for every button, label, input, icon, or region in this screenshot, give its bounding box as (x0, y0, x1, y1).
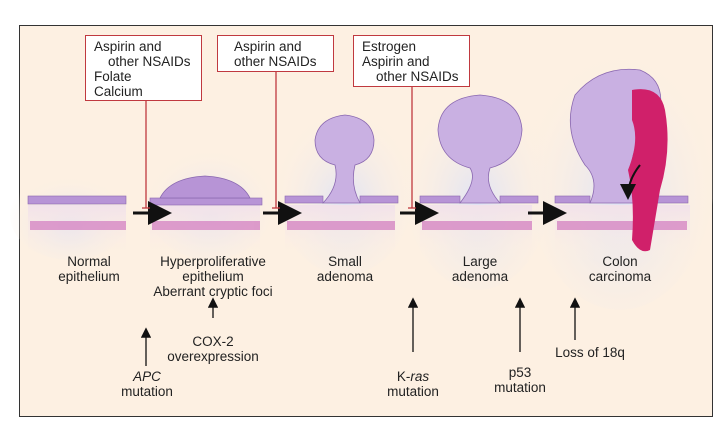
box-line: Folate (94, 69, 132, 84)
box-line: Calcium (94, 84, 143, 99)
event-arrows (140, 297, 581, 366)
inhibitor-box-3: Estrogen Aspirin and other NSAIDs (353, 35, 470, 87)
hyperproliferative-bump (159, 175, 251, 199)
gene-name: APC (133, 369, 161, 384)
invasion-arrow (620, 164, 641, 200)
box-line: Aspirin and (362, 54, 430, 69)
box-line: Aspirin and (94, 39, 162, 54)
stage-line: adenoma (451, 269, 509, 284)
event-line: COX-2 (192, 334, 234, 349)
box-line: other NSAIDs (376, 69, 459, 84)
box-line: Estrogen (362, 39, 417, 54)
event-line: mutation (494, 380, 546, 395)
stage-line: adenoma (316, 269, 374, 284)
stage-line: Normal (67, 254, 111, 269)
inhibitor-lines (142, 72, 416, 209)
stage-line: Colon (602, 254, 638, 269)
event-line: K- (396, 369, 411, 384)
small-adenoma (314, 114, 375, 204)
box-line: other NSAIDs (108, 54, 191, 69)
event-line: mutation (121, 384, 173, 399)
stage-line: Hyperproliferative (160, 254, 266, 269)
event-loss-18q: Loss of 18q (555, 345, 625, 360)
box-line: other NSAIDs (234, 54, 317, 69)
stage-line: Small (328, 254, 362, 269)
large-adenoma (437, 94, 523, 204)
stage-line: epithelium (182, 269, 244, 284)
inhibitor-box-2: Aspirin and other NSAIDs (217, 35, 334, 72)
stage-line: epithelium (58, 269, 120, 284)
box-line: Aspirin and (234, 39, 302, 54)
carcinoma-invasion (628, 89, 668, 252)
event-line: overexpression (167, 349, 259, 364)
event-line: mutation (387, 384, 439, 399)
event-line: p53 (508, 365, 532, 380)
inhibitor-box-1: Aspirin and other NSAIDs Folate Calcium (85, 35, 202, 101)
stage-line: carcinoma (588, 269, 652, 284)
event-line: Loss of 18q (555, 345, 625, 360)
gene-name: ras (410, 369, 430, 384)
stage-line: Aberrant cryptic foci (153, 284, 273, 299)
stage-line: Large (462, 254, 498, 269)
